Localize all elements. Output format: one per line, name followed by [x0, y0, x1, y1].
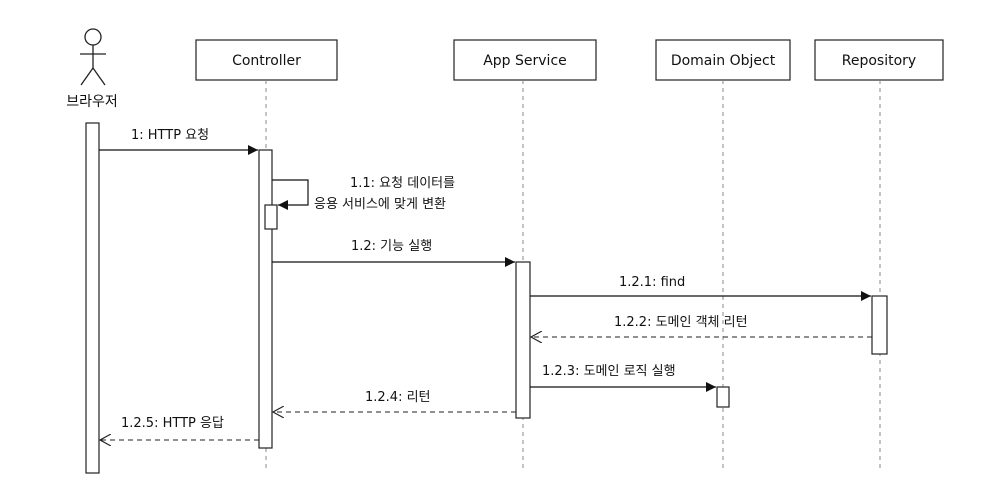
participant-domain-object: Domain Object: [655, 39, 791, 81]
repository-activation: [871, 295, 888, 355]
controller-nested-activation: [264, 204, 278, 230]
message-1-2-1-find: 1.2.1: find: [530, 275, 871, 301]
message-1-2-3-label: 1.2.3: 도메인 로직 실행: [542, 363, 676, 379]
message-1-2-4-label: 1.2.4: 리턴: [365, 390, 431, 405]
message-1-2-execute: 1.2: 기능 실행: [272, 238, 515, 267]
participant-app-service: App Service: [453, 39, 597, 81]
message-1-1-label-line-2: 응용 서비스에 맞게 변환: [314, 197, 446, 212]
message-1-1-self: 1.1: 요청 데이터를 응용 서비스에 맞게 변환: [272, 176, 455, 212]
domain-object-activation: [716, 386, 730, 408]
message-1-2-label: 1.2: 기능 실행: [351, 238, 432, 254]
participant-domain-object-label: Domain Object: [671, 53, 776, 69]
participant-repository: Repository: [814, 39, 944, 81]
message-1-2-2-label: 1.2.2: 도메인 객체 리턴: [614, 315, 748, 330]
message-1-1-label-line-1: 1.1: 요청 데이터를: [350, 176, 455, 191]
app-service-activation: [515, 261, 531, 419]
message-1-http-request: 1: HTTP 요청: [99, 128, 258, 155]
message-1-2-5-http-response: 1.2.5: HTTP 응답: [100, 416, 259, 440]
message-1-2-1-label: 1.2.1: find: [619, 275, 685, 290]
message-1-1-arrow: [272, 179, 309, 210]
browser-activation: [85, 122, 100, 474]
message-1-2-2-return: 1.2.2: 도메인 객체 리턴: [531, 315, 872, 337]
controller-activation: [258, 149, 273, 449]
browser-actor-label: 브라우저: [66, 94, 118, 110]
message-1-label: 1: HTTP 요청: [131, 128, 209, 143]
message-1-2-5-label: 1.2.5: HTTP 응답: [121, 416, 224, 431]
participant-controller-label: Controller: [232, 53, 301, 69]
message-1-2-3-domain-logic: 1.2.3: 도메인 로직 실행: [530, 363, 716, 392]
message-1-2-4-return: 1.2.4: 리턴: [273, 390, 516, 412]
browser-actor-icon: [80, 28, 106, 86]
participant-app-service-label: App Service: [483, 53, 567, 69]
participant-repository-label: Repository: [842, 53, 916, 69]
participant-controller: Controller: [195, 39, 338, 81]
